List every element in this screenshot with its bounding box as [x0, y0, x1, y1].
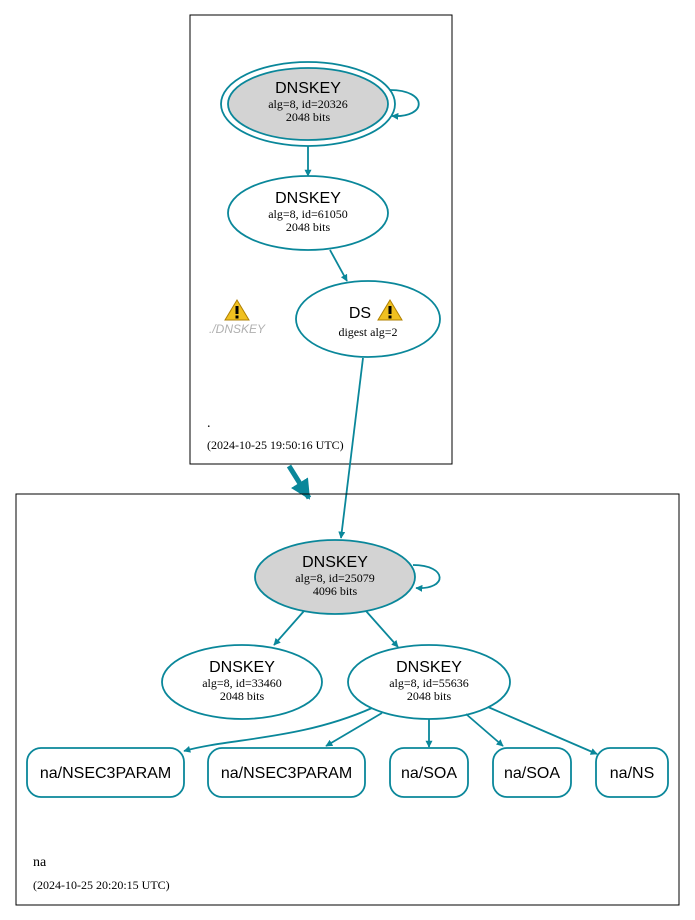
edge-na-ksk-to-key2	[365, 610, 399, 648]
zone-root: DNSKEY alg=8, id=20326 2048 bits DNSKEY …	[189, 14, 453, 465]
rrset-label: na/SOA	[504, 765, 560, 782]
na-ksk-detail: alg=8, id=25079	[295, 571, 375, 585]
root-ds-type: DS	[349, 305, 371, 322]
na-key2-node: DNSKEY alg=8, id=55636 2048 bits	[347, 644, 511, 720]
na-key1-type: DNSKEY	[209, 659, 275, 676]
rrset-label: na/NSEC3PARAM	[40, 765, 171, 782]
root-zone-timestamp: (2024-10-25 19:50:16 UTC)	[207, 438, 344, 452]
root-ds-ellipse	[295, 280, 441, 358]
na-ksk-type: DNSKEY	[302, 554, 368, 571]
root-missing-dnskey: ./DNSKEY	[209, 299, 266, 336]
root-zone-name: .	[207, 416, 211, 431]
warning-icon	[224, 299, 250, 321]
na-key2-detail: alg=8, id=55636	[389, 676, 469, 690]
root-ksk-node: DNSKEY alg=8, id=20326 2048 bits	[220, 61, 396, 147]
rrset-node: na/NS	[595, 747, 669, 798]
rrset-node: na/SOA	[492, 747, 572, 798]
edge-key2-to-rrset-2	[325, 712, 383, 747]
na-zone-timestamp: (2024-10-25 20:20:15 UTC)	[33, 878, 170, 892]
na-ksk-bits: 4096 bits	[313, 584, 358, 598]
rrset-box	[26, 747, 185, 798]
warning-icon	[377, 299, 403, 321]
root-zsk-bits: 2048 bits	[286, 220, 331, 234]
rrset-label: na/SOA	[401, 765, 457, 782]
root-ksk-detail: alg=8, id=20326	[268, 97, 348, 111]
zone-na-border	[15, 493, 680, 906]
rrset-box	[207, 747, 366, 798]
root-zsk-type: DNSKEY	[275, 190, 341, 207]
na-zone-name: na	[33, 855, 47, 870]
rrset-box	[492, 747, 572, 798]
root-zsk-detail: alg=8, id=61050	[268, 207, 348, 221]
na-key2-type: DNSKEY	[396, 659, 462, 676]
na-ksk-ellipse	[254, 539, 416, 615]
delegation-arrow	[286, 464, 312, 500]
zone-na: DNSKEY alg=8, id=25079 4096 bits DNSKEY …	[15, 493, 680, 906]
rrset-label: na/NS	[610, 765, 654, 782]
rrset-node: na/NSEC3PARAM	[26, 747, 185, 798]
root-zsk-node: DNSKEY alg=8, id=61050 2048 bits	[227, 175, 389, 251]
edge-key2-to-rrset-1	[183, 707, 373, 753]
edge-root-zsk-to-ds	[329, 249, 348, 282]
root-ds-detail: digest alg=2	[338, 325, 397, 339]
zone-root-border	[189, 14, 453, 465]
na-key1-bits: 2048 bits	[220, 689, 265, 703]
root-missing-dnskey-label: ./DNSKEY	[209, 322, 266, 336]
rrset-node: na/NSEC3PARAM	[207, 747, 366, 798]
na-ksk-node: DNSKEY alg=8, id=25079 4096 bits	[254, 539, 416, 615]
na-key2-bits: 2048 bits	[407, 689, 452, 703]
rrset-label: na/NSEC3PARAM	[221, 765, 352, 782]
rrset-node: na/SOA	[389, 747, 469, 798]
root-ksk-type: DNSKEY	[275, 80, 341, 97]
root-ksk-bits: 2048 bits	[286, 110, 331, 124]
na-key1-node: DNSKEY alg=8, id=33460 2048 bits	[161, 644, 323, 720]
rrset-box	[389, 747, 469, 798]
root-ksk-ellipse	[227, 67, 389, 141]
na-key1-ellipse	[161, 644, 323, 720]
edge-na-ksk-to-key1	[273, 610, 305, 646]
edge-key2-to-rrset-4	[465, 713, 504, 747]
root-zsk-ellipse	[227, 175, 389, 251]
edge-key2-to-rrset-5	[487, 706, 598, 755]
rrset-box	[595, 747, 669, 798]
root-ksk-self-edge	[389, 89, 420, 120]
edge-ds-to-na-ksk	[338, 357, 364, 539]
na-key1-detail: alg=8, id=33460	[202, 676, 282, 690]
na-ksk-self-edge	[412, 564, 441, 592]
root-ds-node: DS digest alg=2	[295, 280, 441, 358]
